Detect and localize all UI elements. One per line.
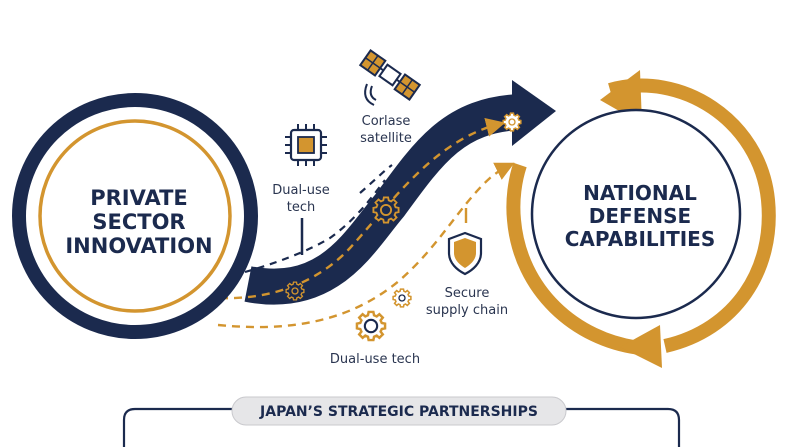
- secure-label-line1: Secure: [445, 286, 490, 301]
- satellite-icon: [358, 49, 422, 101]
- secure-label-line2: supply chain: [426, 303, 508, 318]
- hub-title-line2: DEFENSE: [589, 204, 691, 228]
- dashed-gold-paths: [217, 118, 515, 329]
- dualuse-bottom-label: Dual-use tech: [330, 352, 420, 367]
- partnerships-panel: JAPAN’S STRATEGIC PARTNERSHIPS: [122, 396, 681, 447]
- dashed-navy-paths: [244, 164, 393, 274]
- hub-title-line3: CAPABILITIES: [565, 227, 715, 251]
- dualuse-top-label-line1: Dual-use: [272, 183, 330, 198]
- hub-title-line1: NATIONAL: [583, 181, 697, 205]
- gear-icon: [372, 196, 400, 224]
- gear-icon: [285, 281, 305, 301]
- hub-title-line3: INNOVATION: [65, 234, 212, 258]
- gear-icon: [392, 288, 412, 308]
- dualuse-top-label-line2: tech: [287, 200, 315, 215]
- hub-title-line1: PRIVATE: [90, 186, 188, 210]
- partnerships-title: JAPAN’S STRATEGIC PARTNERSHIPS: [259, 404, 538, 420]
- national-defense-hub: NATIONAL DEFENSE CAPABILITIES: [506, 70, 776, 368]
- private-sector-hub: PRIVATE SECTOR INNOVATION: [12, 93, 258, 339]
- corlase-label-line1: Corlase: [362, 114, 411, 129]
- shield-icon: [447, 231, 483, 276]
- gear-icon: [502, 112, 522, 132]
- hub-title-line2: SECTOR: [92, 210, 185, 234]
- chip-icon: [285, 124, 327, 166]
- gear-icon: [355, 310, 387, 342]
- corlase-label-line2: satellite: [360, 131, 412, 146]
